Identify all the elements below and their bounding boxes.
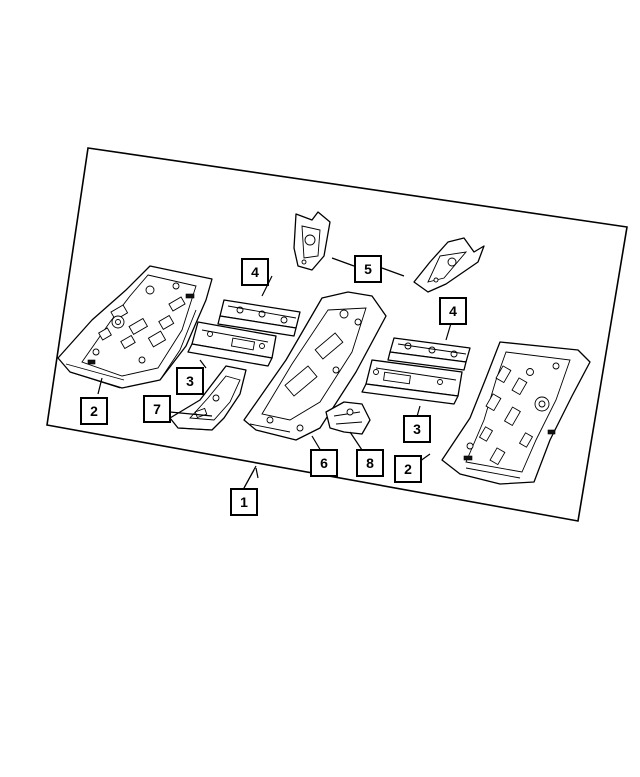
- callout-label: 7: [153, 401, 161, 417]
- callout-4-left: 4: [241, 258, 269, 286]
- part-5-left-reinforcement: [293, 211, 331, 271]
- callout-3-left: 3: [176, 367, 204, 395]
- part-4-right-bracket: [387, 337, 471, 371]
- callout-6: 6: [310, 449, 338, 477]
- callout-label: 3: [413, 421, 421, 437]
- part-2-right-floor-panel: [441, 341, 591, 485]
- part-5-right-reinforcement: [413, 237, 485, 293]
- callout-label: 4: [251, 264, 259, 280]
- part-3-left-cross-member: [187, 321, 277, 367]
- callout-label: 2: [404, 461, 412, 477]
- callout-2-left: 2: [80, 397, 108, 425]
- callout-8: 8: [356, 449, 384, 477]
- callout-4-right: 4: [439, 297, 467, 325]
- callout-label: 1: [240, 494, 248, 510]
- part-6-center-floor-tunnel: [243, 291, 387, 441]
- part-8-tunnel-bracket: [325, 401, 371, 435]
- callout-label: 6: [320, 455, 328, 471]
- callout-label: 4: [449, 303, 457, 319]
- part-4-left-bracket: [217, 299, 301, 337]
- callout-2-right: 2: [394, 455, 422, 483]
- callout-5: 5: [354, 255, 382, 283]
- callout-label: 8: [366, 455, 374, 471]
- callout-3-right: 3: [403, 415, 431, 443]
- callout-7: 7: [143, 395, 171, 423]
- callout-label: 2: [90, 403, 98, 419]
- callout-1: 1: [230, 488, 258, 516]
- part-3-right-cross-member: [361, 359, 463, 405]
- callout-label: 3: [186, 373, 194, 389]
- callout-label: 5: [364, 261, 372, 277]
- part-2-left-floor-panel: [57, 265, 213, 389]
